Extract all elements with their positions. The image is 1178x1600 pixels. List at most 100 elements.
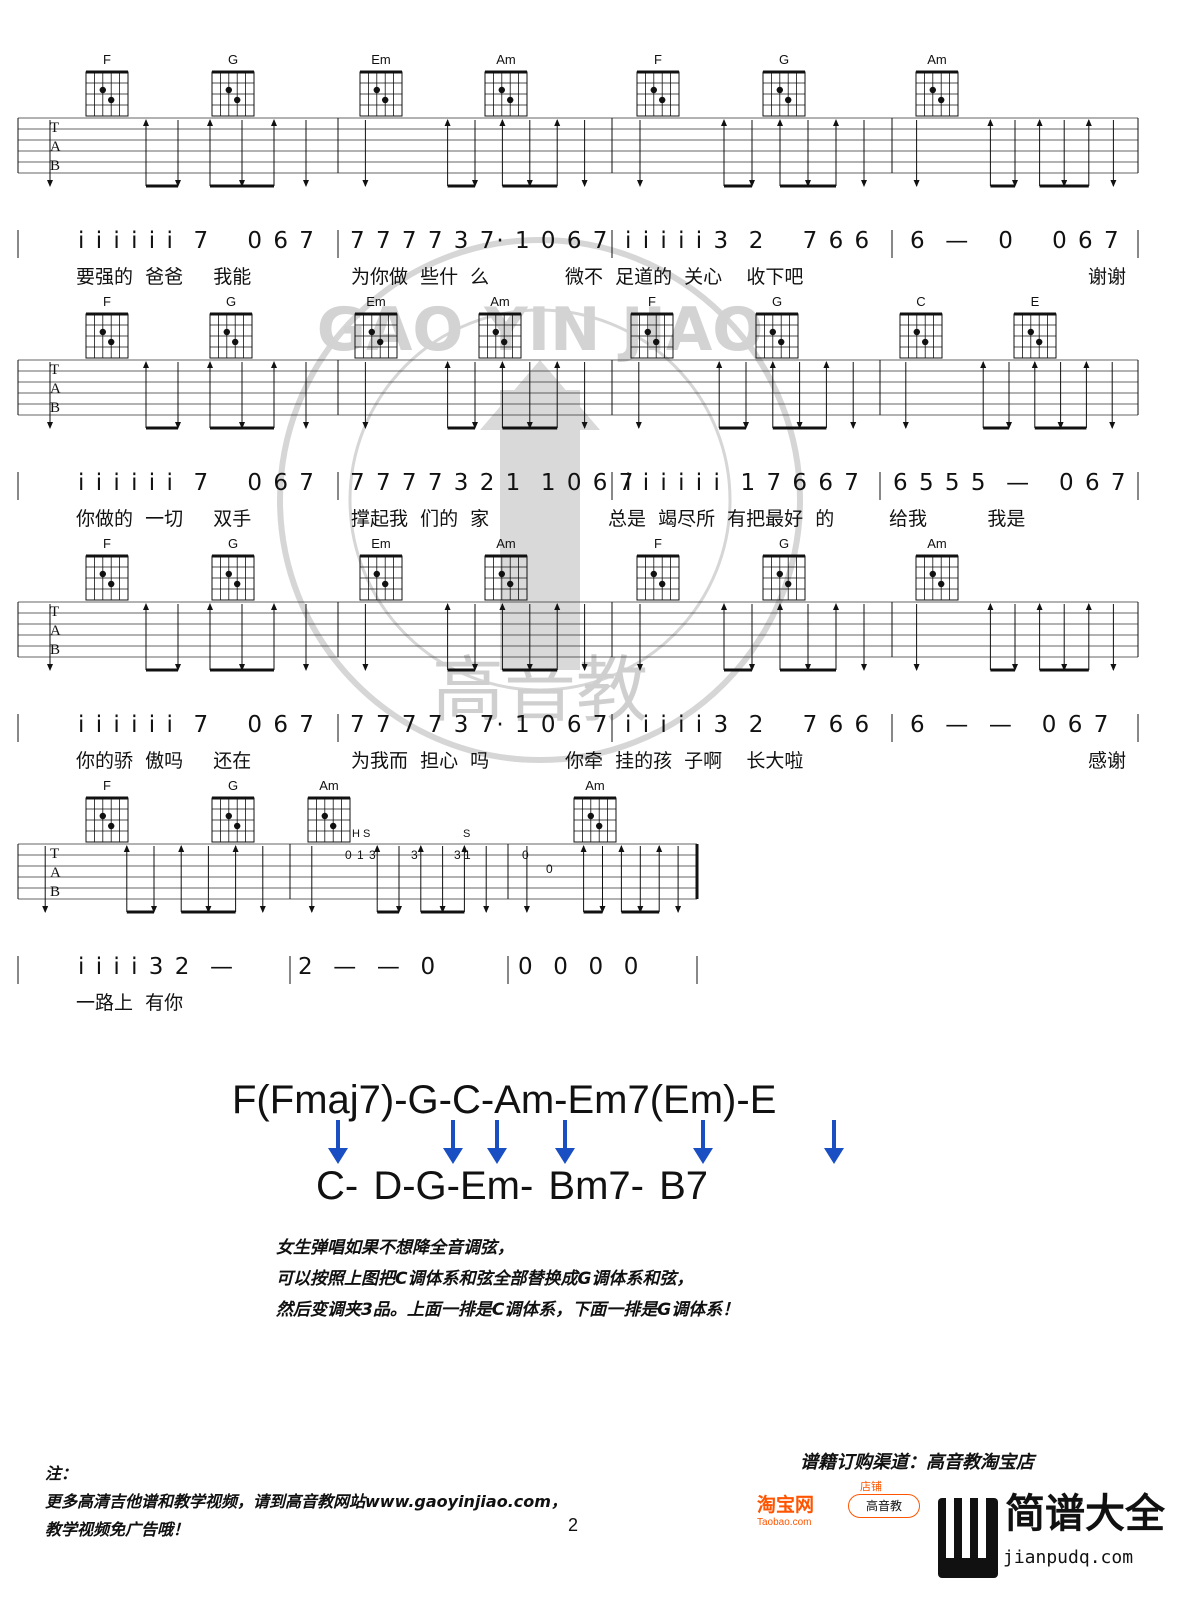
strum-arrowhead bbox=[207, 361, 213, 368]
strum-arrowhead bbox=[47, 180, 53, 187]
strum-arrowhead bbox=[796, 422, 803, 429]
note-line: 更多高清吉他谱和教学视频，请到高音教网站www.gaoyinjiao.com， bbox=[45, 1492, 567, 1511]
lyric-segment: 一路上 有你 bbox=[76, 992, 184, 1014]
strum-arrowhead bbox=[805, 664, 811, 671]
finger-dot bbox=[650, 570, 657, 578]
strum-arrowhead bbox=[833, 603, 839, 610]
strum-arrowhead bbox=[743, 422, 749, 429]
strum-arrowhead bbox=[472, 180, 478, 187]
tab-clef-letter: A bbox=[50, 139, 61, 155]
notes-measure: 6 — — 0 6 7 bbox=[910, 712, 1111, 738]
tab-clef-letter: B bbox=[50, 400, 60, 416]
tab-clef-letter: T bbox=[50, 846, 59, 862]
strum-arrowhead bbox=[1085, 603, 1092, 610]
strum-arrowhead bbox=[396, 906, 402, 913]
note-line: 教学视频免广告哦！ bbox=[45, 1520, 190, 1539]
shop-badge[interactable]: 高音教 bbox=[848, 1494, 920, 1518]
chord-name: Am bbox=[490, 294, 510, 309]
strum-arrowhead bbox=[259, 906, 266, 913]
notes-measure: 7 7 7 7 3 7· 1 0 6 7 bbox=[350, 712, 610, 738]
strum-arrowhead bbox=[1061, 180, 1068, 187]
notes-measure: i i i i i 3 2 7 6 6 bbox=[625, 228, 872, 254]
chord-name: Am bbox=[496, 52, 516, 67]
strum-arrowhead bbox=[526, 422, 533, 429]
tab-fret-numbers: 0 bbox=[522, 848, 529, 862]
strum-arrowhead bbox=[1006, 422, 1012, 429]
transpose-arrows bbox=[328, 1120, 844, 1164]
strum-arrowhead bbox=[749, 180, 755, 187]
strum-arrowhead bbox=[581, 422, 588, 429]
tab-clef-letter: B bbox=[50, 884, 60, 900]
lyric-segment: 为你做 些什 么 bbox=[351, 266, 490, 288]
chord-name: F bbox=[103, 536, 111, 551]
chord-name: G bbox=[228, 52, 238, 67]
lyric-segment: 感谢 bbox=[1088, 750, 1127, 772]
strum-arrowhead bbox=[526, 664, 533, 671]
strum-arrowhead bbox=[1057, 422, 1064, 429]
tab-clef-letter: T bbox=[50, 362, 59, 378]
notes-measure: i i i i 3 2 — bbox=[78, 954, 236, 980]
lyric-segment: 为我而 担心 吗 bbox=[351, 750, 490, 772]
site-url: jianpudq.com bbox=[1003, 1547, 1134, 1568]
strum-arrowhead bbox=[1012, 664, 1018, 671]
strum-arrowhead bbox=[833, 119, 839, 126]
strum-arrowhead bbox=[769, 361, 776, 368]
strum-arrowhead bbox=[618, 845, 625, 852]
strum-arrowhead bbox=[523, 906, 530, 913]
strum-arrowhead bbox=[444, 119, 451, 126]
finger-dot bbox=[769, 328, 776, 336]
strum-arrowhead bbox=[483, 906, 490, 913]
chord-name: F bbox=[648, 294, 656, 309]
finger-dot bbox=[108, 822, 115, 830]
down-arrow-icon bbox=[328, 1120, 348, 1164]
chord-name: Am bbox=[496, 536, 516, 551]
strum-arrowhead bbox=[303, 664, 309, 671]
strum-arrowhead bbox=[472, 664, 478, 671]
finger-dot bbox=[650, 86, 657, 94]
chord-name: G bbox=[228, 536, 238, 551]
strum-arrowhead bbox=[861, 664, 867, 671]
chord-name: C bbox=[916, 294, 925, 309]
strum-arrowhead bbox=[777, 119, 783, 126]
finger-dot bbox=[938, 96, 945, 104]
finger-dot bbox=[498, 86, 505, 94]
finger-dot bbox=[1027, 328, 1035, 336]
strum-arrowhead bbox=[637, 906, 644, 913]
strum-arrowhead bbox=[554, 119, 561, 126]
down-arrow-icon bbox=[555, 1120, 575, 1164]
lyric-segment: 给我 我是 bbox=[889, 508, 1026, 530]
finger-dot bbox=[596, 822, 603, 830]
finger-dot bbox=[776, 86, 783, 94]
taobao-logo[interactable]: 淘宝网 Taobao.com bbox=[757, 1490, 814, 1528]
strum-arrowhead bbox=[1036, 119, 1043, 126]
strum-arrowhead bbox=[599, 906, 606, 913]
finger-dot bbox=[99, 570, 107, 578]
chord-name: G bbox=[779, 536, 789, 551]
page-number: 2 bbox=[568, 1515, 579, 1535]
finger-dot bbox=[373, 86, 380, 94]
finger-dot bbox=[234, 580, 241, 588]
strum-arrowhead bbox=[526, 180, 533, 187]
lyric-segment: 你做的 一切 双手 bbox=[76, 508, 252, 530]
note-label: 注： bbox=[45, 1464, 78, 1483]
finger-dot bbox=[330, 822, 337, 830]
strum-arrowhead bbox=[637, 664, 643, 671]
finger-dot bbox=[225, 812, 232, 820]
strum-arrowhead bbox=[777, 603, 783, 610]
strum-arrowhead bbox=[1085, 119, 1092, 126]
strum-arrowhead bbox=[308, 906, 315, 913]
tab-fret-numbers: 3 bbox=[411, 848, 418, 862]
chord-progression-c: F(Fmaj7)-G-C-Am-Em7(Em)-E bbox=[232, 1078, 777, 1122]
strum-arrowhead bbox=[143, 119, 149, 126]
strum-arrowhead bbox=[207, 603, 213, 610]
strum-arrowhead bbox=[444, 603, 451, 610]
finger-dot bbox=[501, 338, 508, 346]
chord-name: Am bbox=[319, 778, 339, 793]
site-title: 简谱大全 bbox=[1005, 1491, 1165, 1537]
strum-arrowhead bbox=[861, 180, 867, 187]
chord-name: Em bbox=[366, 294, 386, 309]
down-arrow-icon bbox=[487, 1120, 507, 1164]
strum-arrowhead bbox=[1109, 422, 1116, 429]
finger-dot bbox=[232, 338, 239, 346]
